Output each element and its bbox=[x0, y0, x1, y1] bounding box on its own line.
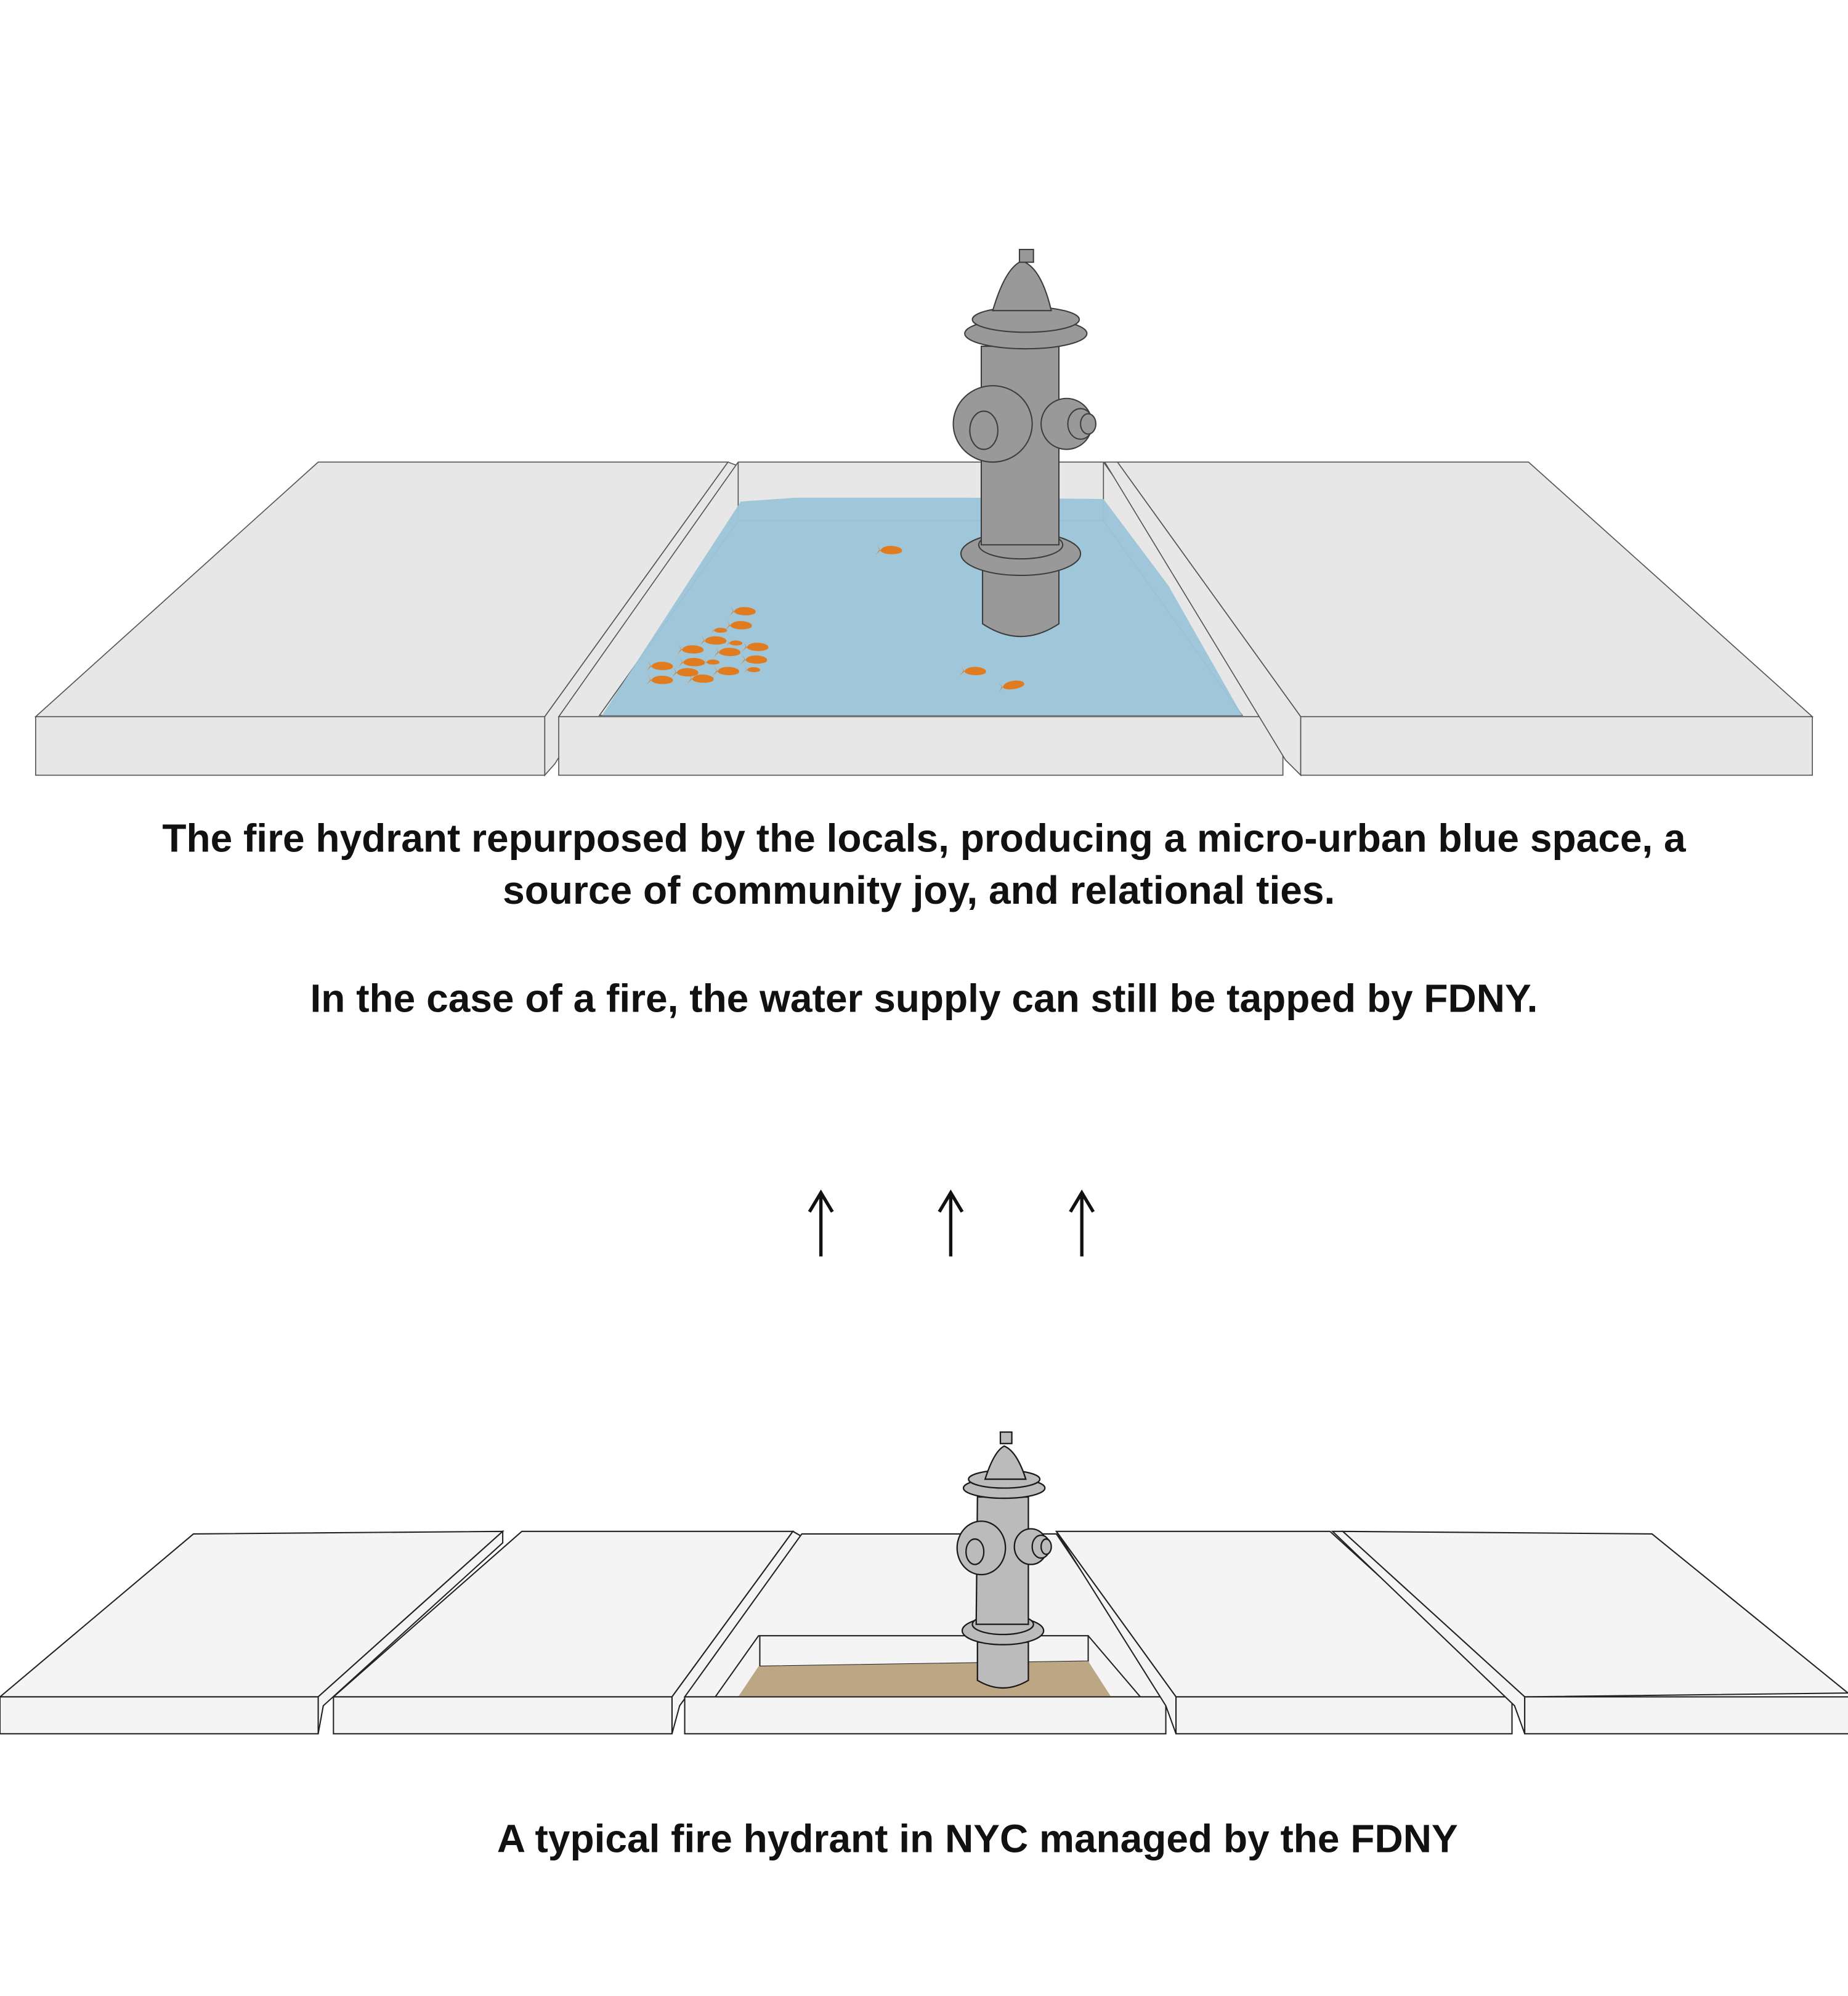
sidewalk-slab-1 bbox=[0, 1530, 505, 1735]
up-arrow-icon bbox=[808, 1189, 834, 1257]
caption-line-3: In the case of a fire, the water supply … bbox=[310, 976, 1538, 1021]
fire-hydrant-icon bbox=[956, 1431, 1052, 1689]
up-arrow-icon bbox=[938, 1189, 964, 1257]
caption-line-2: source of community joy, and relational … bbox=[503, 868, 1335, 912]
transformation-arrows bbox=[808, 1189, 1095, 1257]
fire-hydrant-icon bbox=[952, 248, 1096, 638]
hydrant-slab bbox=[683, 1533, 1167, 1735]
up-arrow-icon bbox=[1069, 1189, 1095, 1257]
right-sidewalk-slab bbox=[1103, 461, 1814, 777]
typical-hydrant-scene: A typical fire hydrant in NYC managed by… bbox=[0, 1431, 1848, 1861]
bottom-caption: A typical fire hydrant in NYC managed by… bbox=[497, 1817, 1458, 1861]
sidewalk-slab-4 bbox=[1055, 1530, 1514, 1735]
soil-patch bbox=[738, 1661, 1111, 1697]
sidewalk-slab-5 bbox=[1331, 1530, 1848, 1735]
caption-line-1: The fire hydrant repurposed by the local… bbox=[162, 816, 1687, 860]
repurposed-hydrant-scene: The fire hydrant repurposed by the local… bbox=[34, 248, 1814, 1021]
